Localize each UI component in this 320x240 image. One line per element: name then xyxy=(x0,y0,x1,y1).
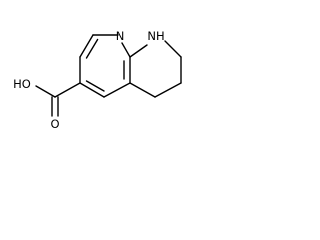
bond-c8a-n1 xyxy=(121,42,131,58)
bond-carboxyl-oh xyxy=(35,85,56,98)
bond-c4-carboxyl xyxy=(54,82,81,98)
bond-c5p-c5a xyxy=(129,82,156,98)
bond-nh-c7 xyxy=(164,40,182,58)
bond-c4-c5-inner xyxy=(85,80,105,92)
bond-c6-c5p xyxy=(154,82,182,98)
atom-label-ring-n: N xyxy=(116,29,125,43)
bond-c8a-nh xyxy=(129,44,148,58)
bond-c4-c5 xyxy=(79,82,105,98)
bond-c5-c5a xyxy=(103,82,131,98)
bond-c2-c3 xyxy=(79,34,94,58)
chemical-structure-diagram: N NH HO O xyxy=(13,29,182,131)
carboxylic-acid-group xyxy=(35,82,81,117)
atom-label-nh: NH xyxy=(147,29,164,43)
tetrahydro-ring xyxy=(129,40,182,98)
pyridine-ring xyxy=(79,34,131,98)
atom-label-hydroxyl: HO xyxy=(13,77,31,91)
bond-c2-c3-inner xyxy=(85,38,99,59)
atom-label-carbonyl-o: O xyxy=(50,117,59,131)
